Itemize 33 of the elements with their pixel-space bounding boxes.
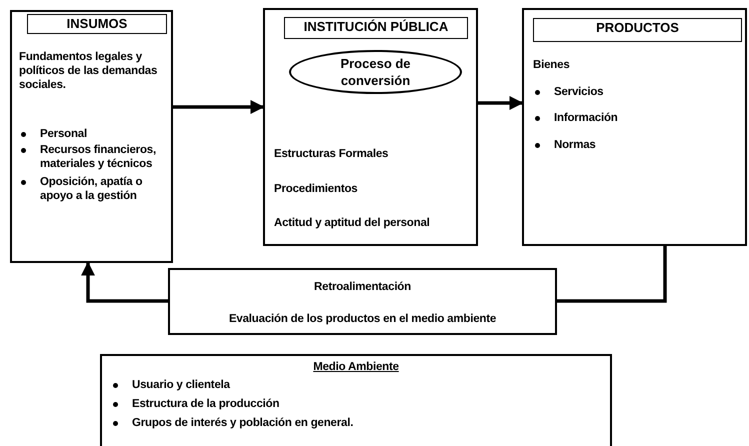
process-box — [263, 8, 478, 246]
arrow — [478, 96, 524, 110]
header-box — [284, 17, 468, 39]
bullet-text: Servicios — [554, 85, 604, 99]
arrow — [173, 100, 264, 114]
bullet-text: Oposición, apatía o apoyo a la gestión — [40, 175, 144, 203]
header-box — [533, 18, 742, 42]
process-box — [522, 8, 747, 246]
arrow — [81, 262, 168, 303]
bullet-text: Grupos de interés y población en general. — [132, 416, 354, 430]
bullet-text: Usuario y clientela — [132, 378, 230, 392]
box-text: Actitud y aptitud del personal — [274, 216, 431, 230]
box-title: Retroalimentación — [313, 280, 412, 294]
node-title: INSUMOS — [66, 16, 128, 31]
connector-line — [557, 246, 667, 303]
box-text: Fundamentos legales y políticos de las demandas sociales. — [19, 50, 158, 92]
node-title: Proceso de conversión — [339, 55, 412, 89]
box-text: Bienes — [533, 58, 571, 72]
box-text: Evaluación de los productos en el medio ambiente — [228, 312, 498, 326]
bullet-text: Información — [554, 111, 618, 125]
bullet-text: Recursos financieros, materiales y técnicos — [40, 143, 157, 171]
process-box — [100, 354, 612, 446]
header-box — [27, 14, 167, 34]
box-text: Estructuras Formales — [274, 147, 390, 161]
node-title: INSTITUCIÓN PÚBLICA — [304, 19, 448, 34]
process-box — [168, 268, 557, 335]
process-box — [10, 10, 173, 263]
bullet-text: Estructura de la producción — [132, 397, 280, 411]
box-title: Medio Ambiente — [313, 360, 399, 374]
node-title: PRODUCTOS — [596, 20, 679, 35]
bullet-text: Personal — [40, 127, 87, 141]
box-text: Procedimientos — [274, 182, 358, 196]
bullet-text: Normas — [554, 138, 596, 152]
